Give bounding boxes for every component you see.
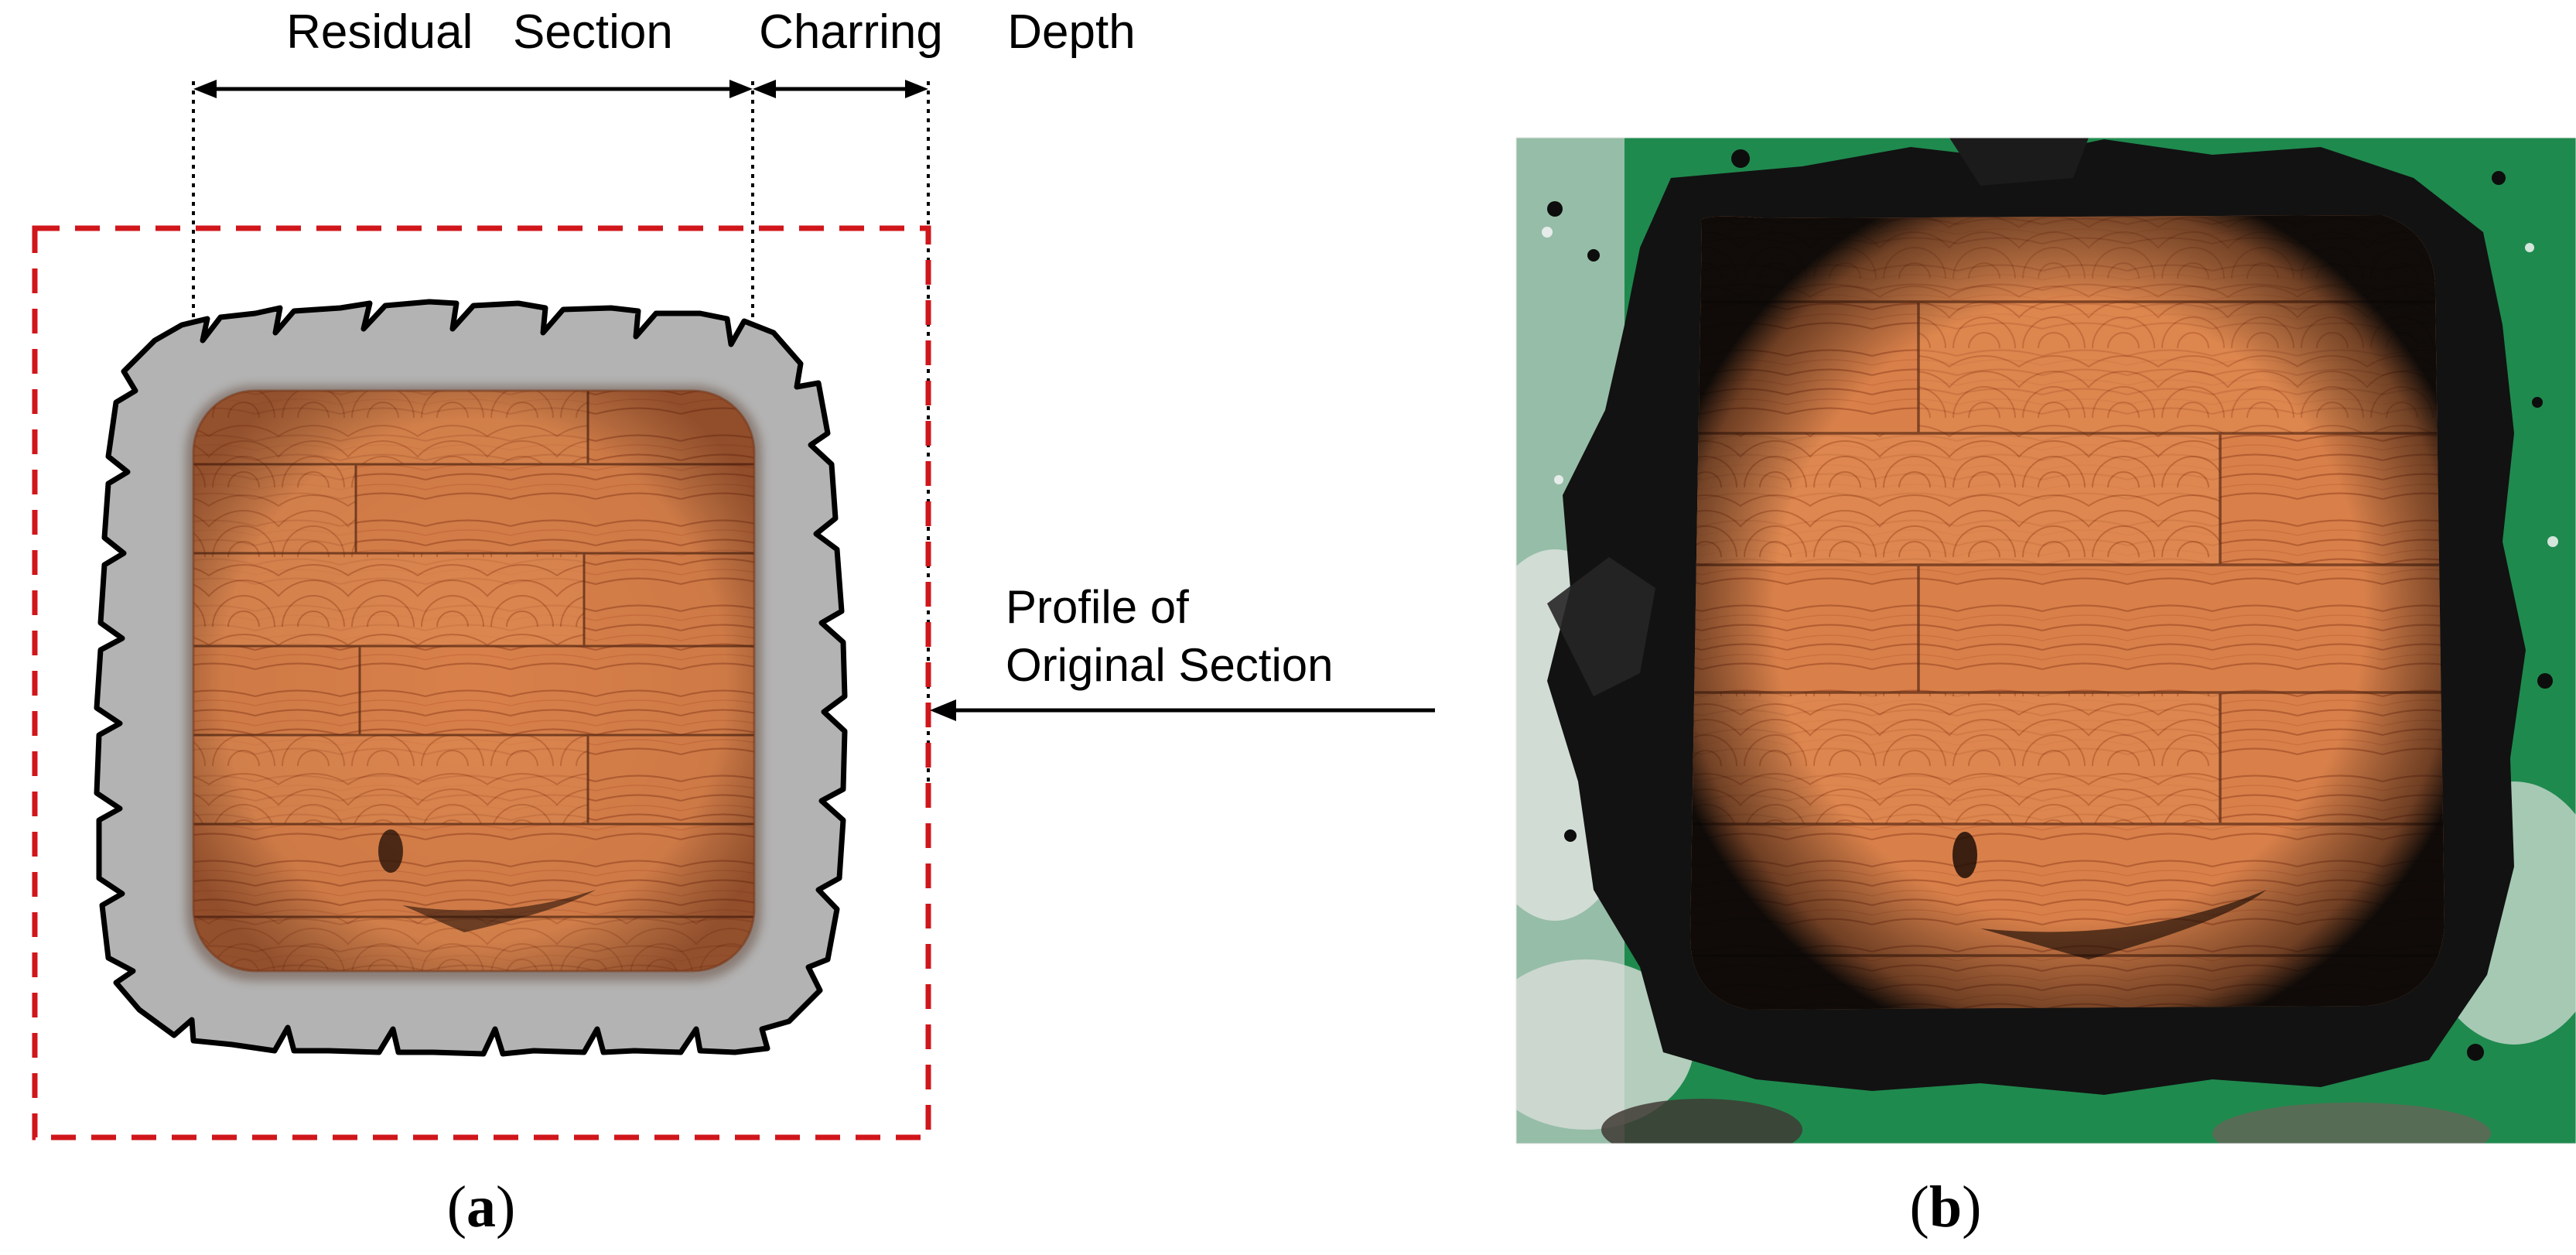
original-section-profile	[32, 225, 931, 1140]
panel-a-label: (a)	[447, 1175, 516, 1240]
profile-label-line1: Profile of	[1006, 581, 1189, 633]
photo-frame	[1515, 137, 2576, 1144]
depth-label: Depth	[1007, 5, 1135, 59]
residual-wood-section	[186, 385, 762, 981]
panel-b-label: (b)	[1910, 1175, 1982, 1240]
charring-label: Charring	[759, 5, 943, 59]
panel-b-photo: (b)	[1515, 137, 2576, 1240]
left-arrow-icon	[930, 699, 1435, 721]
profile-label-line2: Original Section	[1006, 639, 1334, 691]
residual-section-dimension-arrow	[193, 80, 753, 98]
residual-section-label: Residual Section	[286, 5, 673, 59]
panel-a-diagram: Residual Section Charring Depth	[32, 5, 1435, 1240]
charring-depth-dimension-arrow	[753, 80, 928, 98]
